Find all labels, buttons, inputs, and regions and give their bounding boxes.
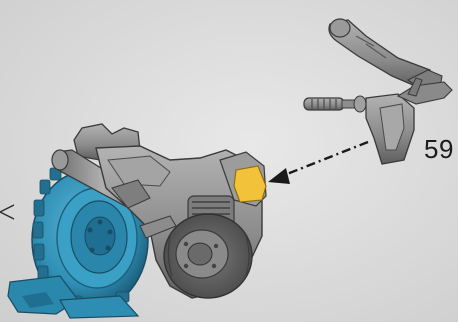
rear-drum (164, 214, 252, 298)
step-number: 59 (424, 134, 454, 165)
